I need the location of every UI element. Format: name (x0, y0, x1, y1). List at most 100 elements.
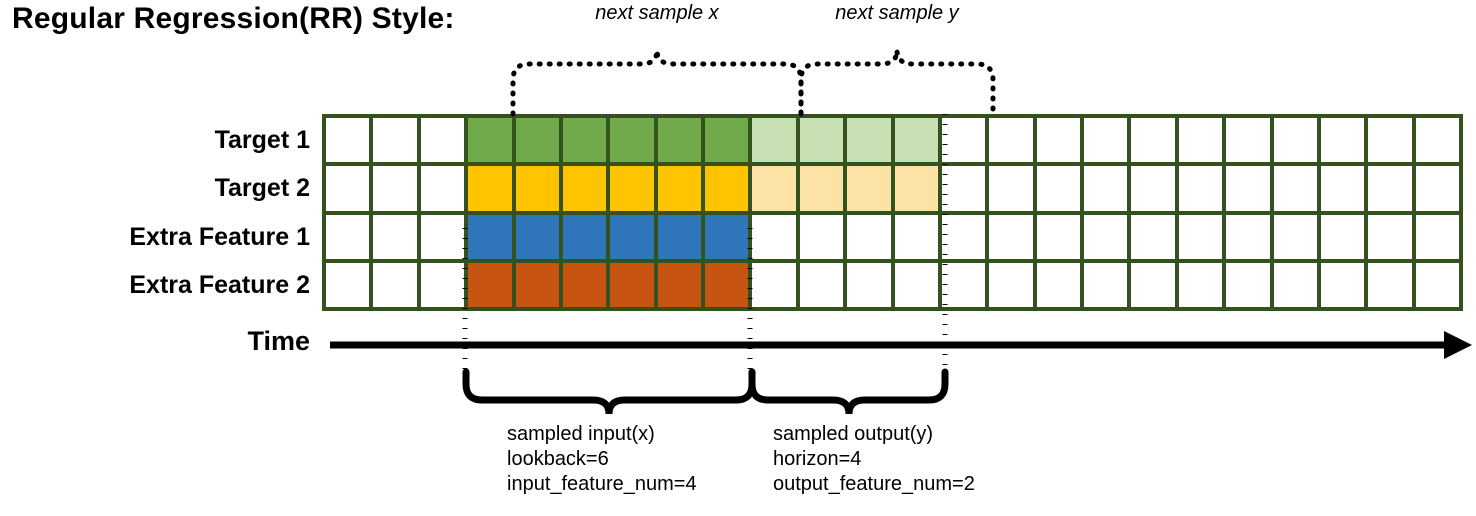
grid-cell-r3-c22-empty (1320, 214, 1365, 259)
grid-cell-r1-c17-empty (1084, 118, 1128, 163)
grid-cell-r4-c13-empty (894, 262, 938, 307)
grid-cell-r2-c10-output (752, 166, 796, 211)
grid-cell-r3-c20-empty (1226, 214, 1270, 259)
grid-cell-r4-c21-empty (1273, 262, 1317, 307)
time-axis-arrow (330, 331, 1472, 359)
grid-cell-r4-c18-empty (1131, 262, 1175, 307)
grid-cell-r2-c1-empty (326, 166, 370, 211)
grid-cell-r4-c22-empty (1320, 262, 1365, 307)
grid-cell-r2-c16-empty (1036, 166, 1080, 211)
grid-cell-r4-c24-empty (1415, 262, 1459, 307)
grid-cell-r1-c2-empty (373, 118, 417, 163)
row-label-3: Extra Feature 1 (129, 222, 310, 251)
grid-cell-r2-c15-empty (989, 166, 1033, 211)
grid-cell-r2-c18-empty (1131, 166, 1175, 211)
grid-cell-r2-c20-empty (1226, 166, 1270, 211)
caption-sampled-output: sampled output(y) horizon=4 output_featu… (773, 423, 975, 495)
grid-cell-r3-c15-empty (989, 214, 1033, 259)
bottom-brace-output-path (748, 368, 949, 415)
grid-cell-r4-c14-empty (941, 262, 986, 307)
page-title: Regular Regression(RR) Style: (12, 2, 455, 35)
grid-cell-r4-c5-input (515, 262, 559, 307)
grid-cell-r1-c18-empty (1131, 118, 1175, 163)
grid-cell-r4-c20-empty (1226, 262, 1270, 307)
row-label-4: Extra Feature 2 (129, 270, 310, 299)
grid-cell-r2-c21-empty (1273, 166, 1317, 211)
timeseries-grid (322, 114, 1463, 311)
grid-cell-r3-c12-empty (847, 214, 891, 259)
grid-cell-r3-c8-input (657, 214, 701, 259)
grid-cell-r2-c12-output (847, 166, 891, 211)
grid-cell-r3-c24-empty (1415, 214, 1459, 259)
grid-cell-r1-c24-empty (1415, 118, 1459, 163)
grid-cell-r1-c13-output (894, 118, 938, 163)
grid-cell-r2-c6-input (562, 166, 607, 211)
grid-cell-r3-c18-empty (1131, 214, 1175, 259)
grid-cell-r3-c2-empty (373, 214, 417, 259)
grid-cell-r1-c3-empty (420, 118, 465, 163)
grid-cell-r1-c22-empty (1320, 118, 1365, 163)
grid-cell-r3-c1-empty (326, 214, 370, 259)
row-label-1: Target 1 (214, 126, 310, 154)
grid-cell-r4-c4-input (468, 262, 512, 307)
grid-cell-r1-c11-output (799, 118, 844, 163)
grid-cell-r4-c2-empty (373, 262, 417, 307)
grid-cell-r4-c19-empty (1178, 262, 1223, 307)
grid-cell-r4-c17-empty (1084, 262, 1128, 307)
grid-cell-r3-c3-empty (420, 214, 465, 259)
grid-cell-r4-c10-empty (752, 262, 796, 307)
grid-cell-r3-c11-empty (799, 214, 844, 259)
grid-cell-r1-c23-empty (1368, 118, 1412, 163)
grid-cell-r1-c1-empty (326, 118, 370, 163)
grid-cell-r4-c9-input (705, 262, 749, 307)
grid-cell-r2-c9-input (705, 166, 749, 211)
grid-cell-r3-c17-empty (1084, 214, 1128, 259)
grid-cell-r3-c7-input (610, 214, 654, 259)
grid-cell-r4-c16-empty (1036, 262, 1080, 307)
annotation-next-sample-x: next sample x (595, 2, 719, 24)
top-brace-x-path (510, 49, 804, 117)
time-axis-label: Time (247, 326, 310, 356)
grid-cell-r2-c17-empty (1084, 166, 1128, 211)
grid-cell-r3-c23-empty (1368, 214, 1412, 259)
grid-cell-r1-c10-output (752, 118, 796, 163)
grid-cell-r3-c21-empty (1273, 214, 1317, 259)
grid-cell-r1-c9-input (705, 118, 749, 163)
grid-cell-r4-c3-empty (420, 262, 465, 307)
grid-cell-r1-c14-empty (941, 118, 986, 163)
grid-cell-r2-c13-output (894, 166, 938, 211)
grid-cell-r2-c3-empty (420, 166, 465, 211)
grid-cell-r3-c9-input (705, 214, 749, 259)
grid-cell-r2-c22-empty (1320, 166, 1365, 211)
grid-cell-r3-c19-empty (1178, 214, 1223, 259)
grid-cell-r4-c15-empty (989, 262, 1033, 307)
grid-cell-r1-c19-empty (1178, 118, 1223, 163)
grid-cell-r1-c21-empty (1273, 118, 1317, 163)
row-label-2: Target 2 (214, 174, 310, 203)
grid-cell-r4-c8-input (657, 262, 701, 307)
grid-cell-r1-c16-empty (1036, 118, 1080, 163)
grid-cell-r1-c20-empty (1226, 118, 1270, 163)
grid-cell-r3-c5-input (515, 214, 559, 259)
grid-cell-r4-c7-input (610, 262, 654, 307)
grid-cell-r1-c12-output (847, 118, 891, 163)
grid-cell-r2-c14-empty (941, 166, 986, 211)
annotation-next-sample-y: next sample y (835, 2, 959, 24)
grid-cell-r1-c6-input (562, 118, 607, 163)
grid-cell-r4-c23-empty (1368, 262, 1412, 307)
grid-cell-r4-c12-empty (847, 262, 891, 307)
grid-cell-r2-c7-input (610, 166, 654, 211)
grid-cell-r3-c10-empty (752, 214, 796, 259)
grid-cell-r2-c8-input (657, 166, 701, 211)
grid-cell-r1-c5-input (515, 118, 559, 163)
caption-sampled-input: sampled input(x) lookback=6 input_featur… (507, 423, 697, 495)
grid-cell-r2-c23-empty (1368, 166, 1412, 211)
grid-cell-r2-c5-input (515, 166, 559, 211)
grid-cell-r3-c14-empty (941, 214, 986, 259)
grid-cell-r1-c7-input (610, 118, 654, 163)
grid-cell-r3-c4-input (468, 214, 512, 259)
grid-cell-r4-c1-empty (326, 262, 370, 307)
grid-cell-r1-c4-input (468, 118, 512, 163)
